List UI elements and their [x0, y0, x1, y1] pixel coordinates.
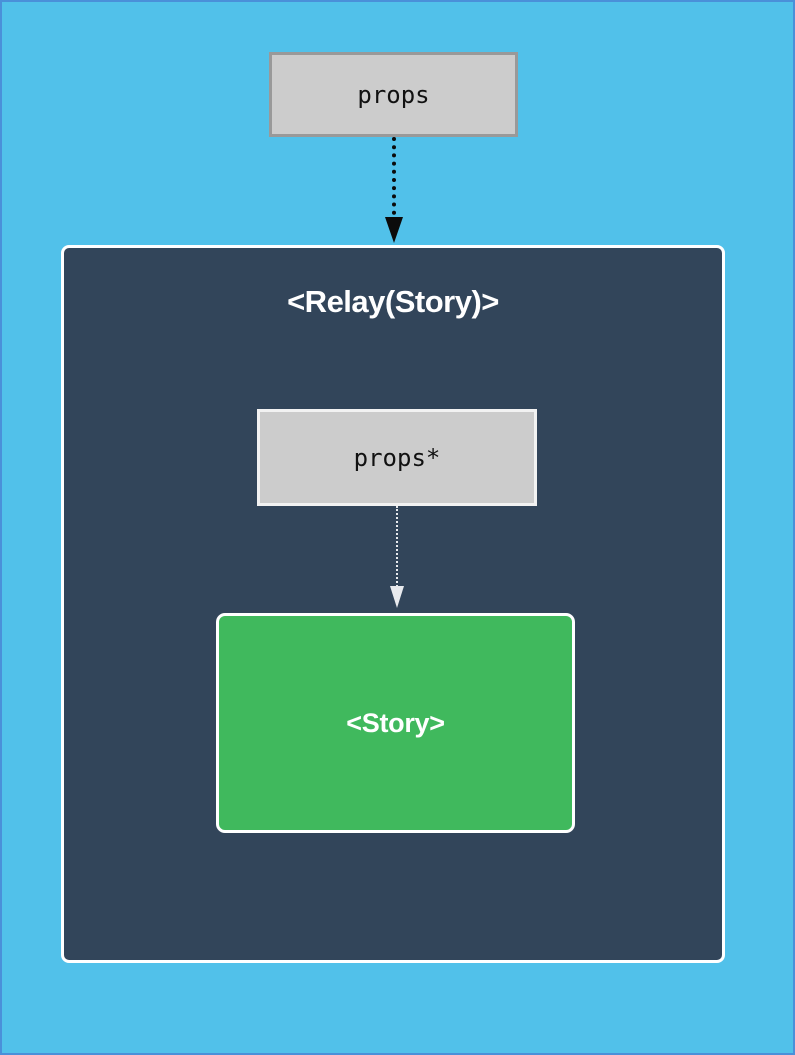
story-component-label: <Story> — [346, 707, 445, 738]
story-component-box: <Story> — [216, 613, 575, 833]
relay-story-title: <Relay(Story)> — [287, 284, 499, 319]
inner-props-star-label: props* — [353, 443, 441, 472]
outer-props-label: props — [357, 80, 430, 109]
outer-props-box: props — [269, 52, 518, 137]
arrow-shaft — [392, 137, 396, 223]
inner-props-star-box: props* — [257, 409, 537, 506]
arrow-head — [390, 586, 404, 608]
props-to-relay-arrow-icon — [385, 137, 403, 245]
arrow-shaft — [396, 506, 398, 594]
relay-story-panel: <Relay(Story)> props* <Story> — [61, 245, 725, 963]
props-star-to-story-arrow-icon — [390, 506, 404, 616]
arrow-head — [385, 217, 403, 243]
